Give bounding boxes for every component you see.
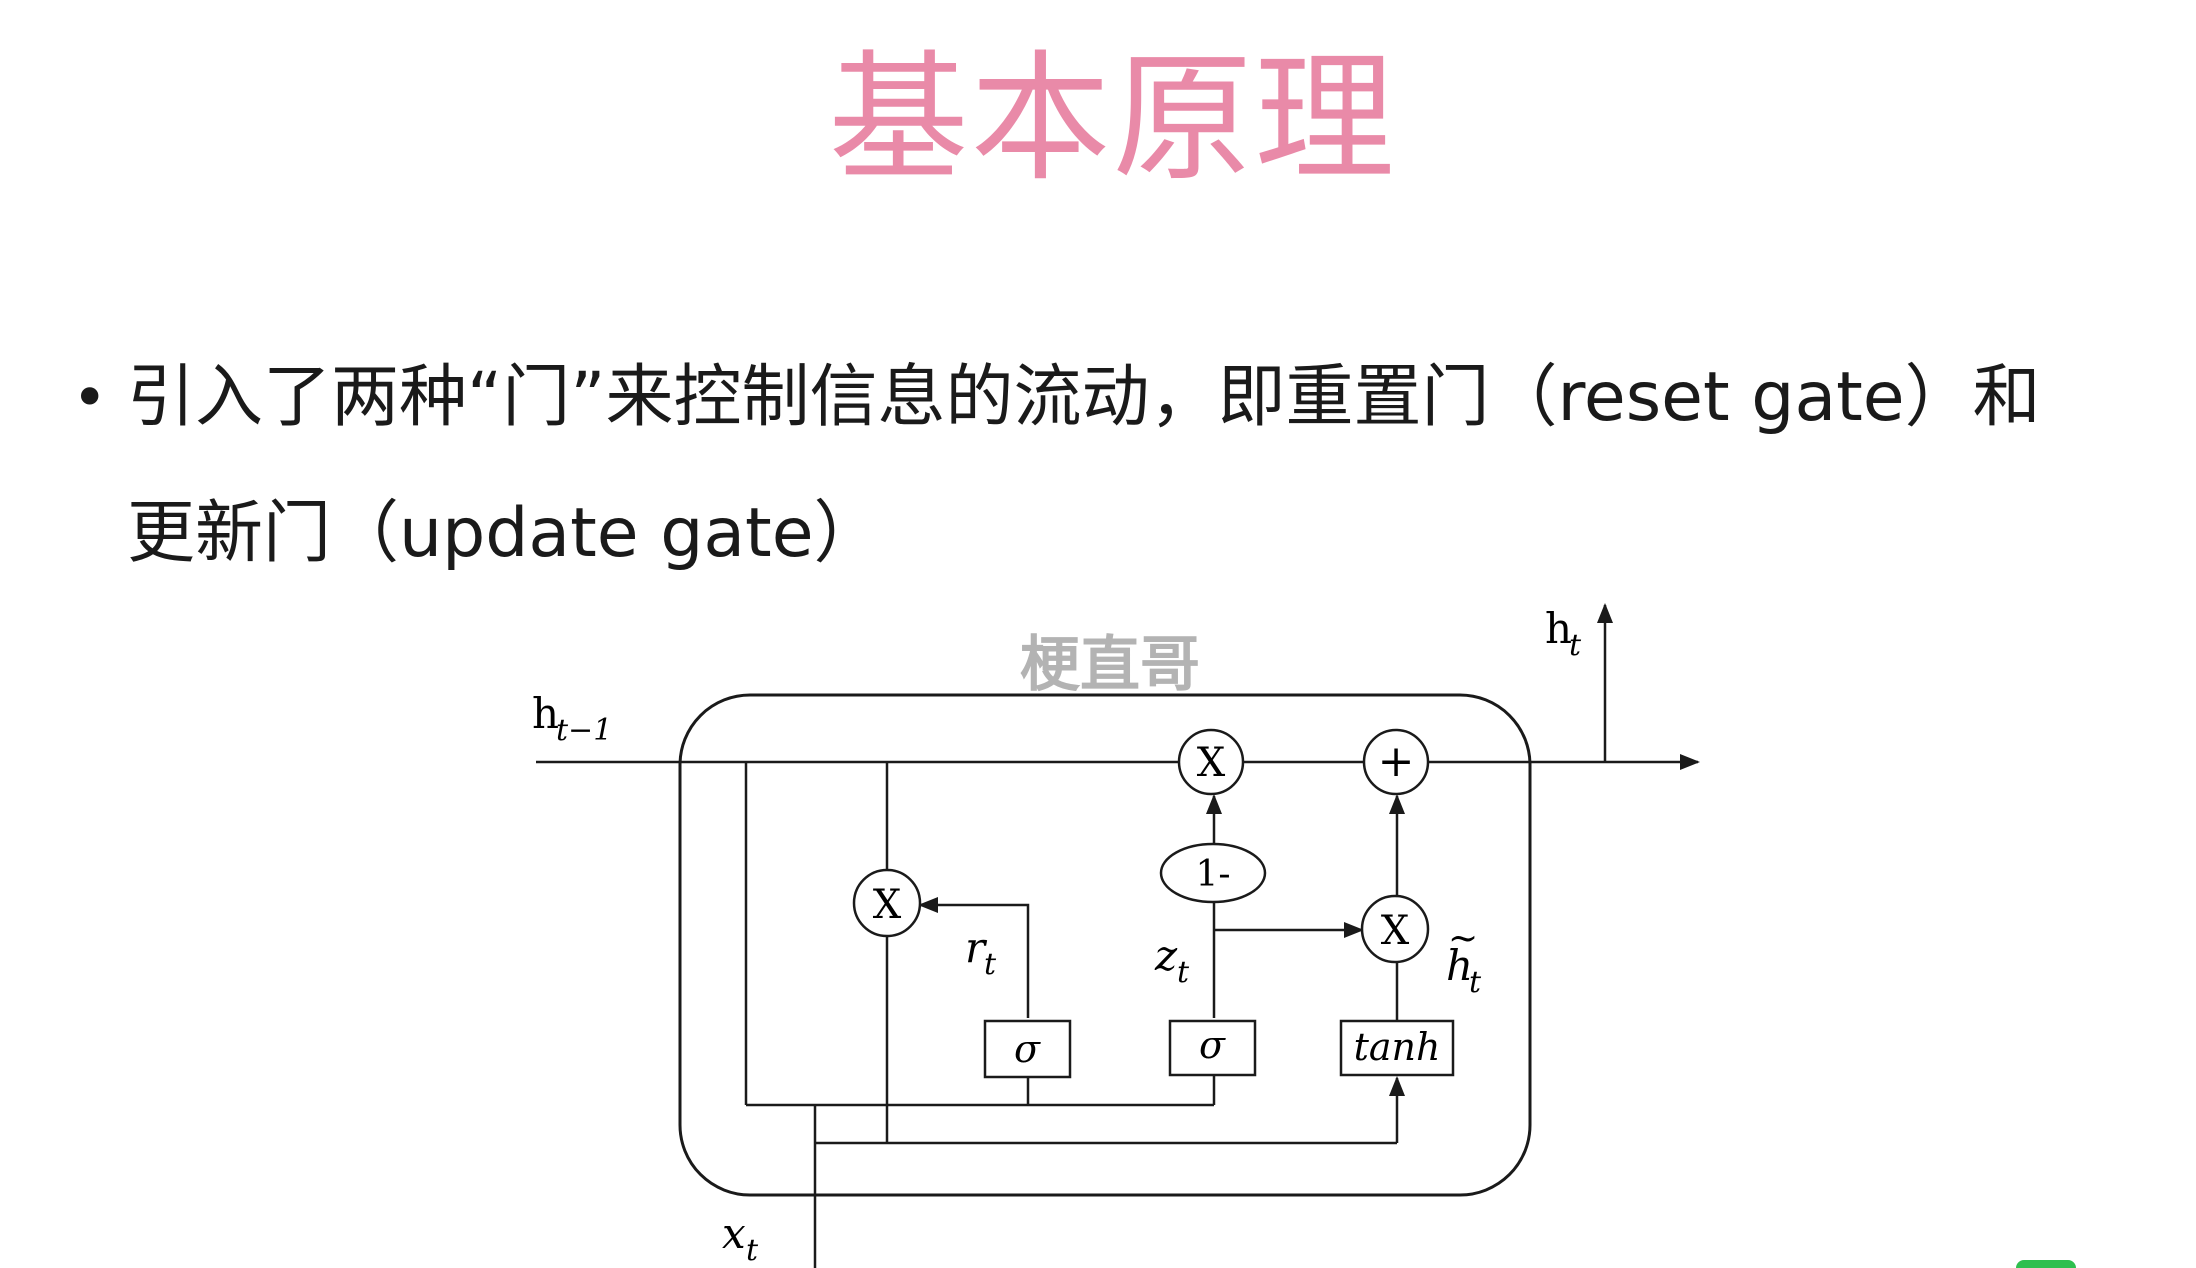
svg-text:t: t — [1177, 955, 1190, 990]
svg-text:z: z — [1154, 931, 1178, 980]
svg-text:~: ~ — [1448, 918, 1478, 959]
multiply-label: X — [873, 882, 902, 928]
svg-text:r: r — [965, 923, 988, 972]
plus-icon — [1362, 728, 1430, 796]
multiply-icon — [852, 868, 922, 938]
sigma-label: σ — [1014, 1027, 1041, 1071]
multiply-label: X — [1197, 740, 1226, 786]
bullet-text: 引入了两种“门”来控制信息的流动，即重置门（reset gate）和 更新门（u… — [127, 330, 2196, 602]
svg-text:x: x — [722, 1209, 746, 1258]
svg-text:t: t — [746, 1233, 759, 1268]
watermark-text: 梗直哥 — [1020, 630, 1200, 700]
slide-title: 基本原理 — [828, 38, 1397, 201]
one-minus-label: 1- — [1195, 854, 1230, 895]
x-input-label: x t — [722, 1209, 759, 1268]
gru-cell-box — [678, 693, 1532, 1197]
update-gate-sigma-box: σ — [1168, 1019, 1257, 1077]
svg-text:h: h — [1446, 941, 1473, 990]
multiply-node-candidate: X — [1360, 894, 1430, 964]
bullet-line-1: 引入了两种“门”来控制信息的流动，即重置门（reset gate）和 — [127, 358, 2041, 437]
multiply-node-reset: X — [852, 868, 922, 938]
bullet-line-2: 更新门（update gate） — [127, 494, 882, 573]
svg-text:t: t — [984, 947, 997, 982]
svg-text:t: t — [1569, 628, 1582, 663]
update-gate-label: z t — [1154, 931, 1190, 990]
sigma-label: σ — [1199, 1023, 1226, 1067]
svg-text:t: t — [1469, 965, 1482, 1000]
multiply-label: X — [1381, 908, 1410, 954]
multiply-icon — [1177, 728, 1245, 796]
corner-tab — [2016, 1260, 2076, 1268]
plus-node: + — [1362, 728, 1430, 796]
svg-text:t−1: t−1 — [556, 713, 612, 748]
candidate-state-label: ~ h t — [1446, 918, 1482, 1000]
tanh-box: tanh — [1339, 1019, 1455, 1077]
reset-gate-sigma-box: σ — [983, 1019, 1072, 1079]
h-out-label: h t — [1545, 604, 1582, 663]
tanh-label: tanh — [1354, 1025, 1441, 1069]
multiply-node-top: X — [1177, 728, 1245, 796]
reset-gate-arrow — [918, 897, 1030, 1018]
svg-text:h: h — [1545, 604, 1572, 653]
multiply-icon — [1360, 894, 1430, 964]
svg-text:h: h — [532, 689, 559, 738]
h-prev-label: h t−1 — [532, 689, 612, 748]
plus-label: + — [1378, 736, 1415, 787]
one-minus-node: 1- — [1159, 842, 1267, 904]
bullet-dot-icon: • — [72, 363, 108, 433]
reset-gate-label: r t — [965, 923, 997, 982]
